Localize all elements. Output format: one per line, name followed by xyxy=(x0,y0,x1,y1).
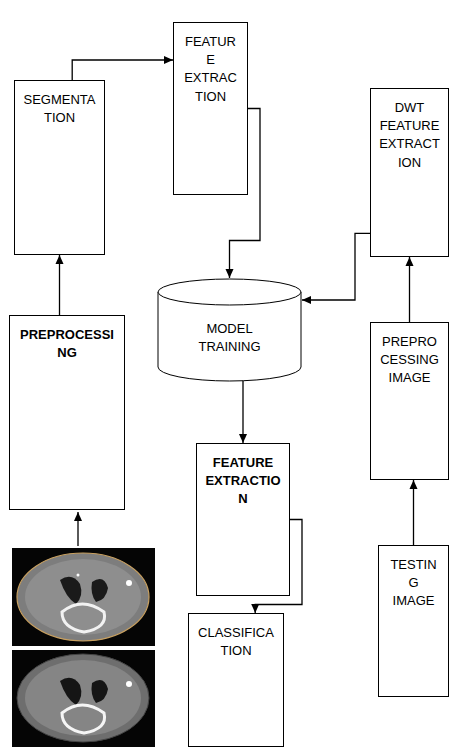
node-label: FEATURE EXTRACTION xyxy=(181,33,240,106)
process-box: PREPROCESSING xyxy=(9,315,125,510)
mri-scan-bottom xyxy=(12,650,155,747)
node-label: PREPROCESSING IMAGE xyxy=(378,333,441,388)
node-label: SEGMENTATION xyxy=(22,91,97,127)
mri-scan-top xyxy=(12,548,155,646)
process-box: DWT FEATURE EXTRACTION xyxy=(370,88,449,257)
node-label: PREPROCESSING xyxy=(17,326,117,362)
cylinder-top xyxy=(158,279,301,305)
flow-arrow xyxy=(242,380,243,443)
storage-cylinder: MODEL TRAINING xyxy=(157,278,302,382)
process-box: SEGMENTATION xyxy=(14,80,105,255)
flow-arrow xyxy=(413,480,414,545)
node-label: TESTING IMAGE xyxy=(386,556,441,611)
node-label: CLASSIFICATION xyxy=(196,624,276,660)
flow-arrow xyxy=(409,257,410,322)
input-arrow xyxy=(77,512,78,546)
flow-arrow xyxy=(59,255,60,315)
process-box: PREPROCESSING IMAGE xyxy=(370,322,449,480)
node-label: MODEL TRAINING xyxy=(179,320,280,356)
flow-arrow xyxy=(302,233,370,300)
process-box: FEATURE EXTRACTION xyxy=(173,22,248,195)
node-label: DWT FEATURE EXTRACTION xyxy=(378,99,441,172)
process-box: CLASSIFICATION xyxy=(188,613,284,747)
flow-arrow xyxy=(72,60,173,80)
node-label: FEATURE EXTRACTION xyxy=(204,454,282,509)
process-box: TESTING IMAGE xyxy=(378,545,449,697)
process-box: FEATURE EXTRACTION xyxy=(196,443,290,596)
